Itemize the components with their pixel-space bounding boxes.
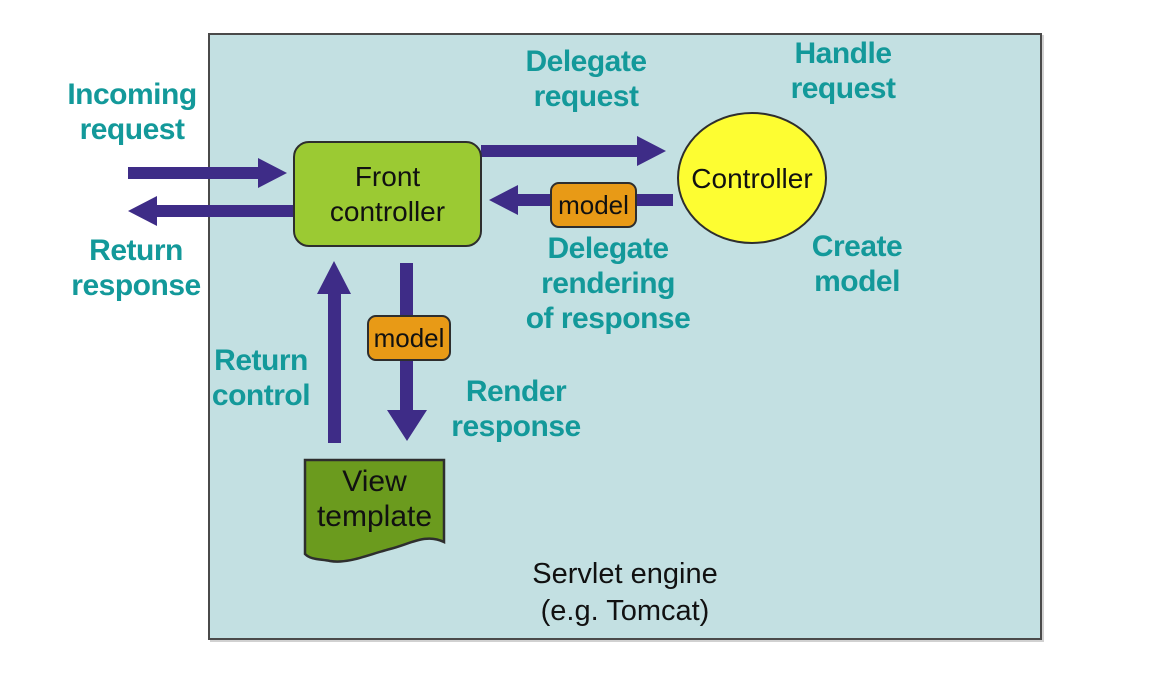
label-line: Create (811, 230, 903, 263)
label-line: of response (525, 302, 691, 335)
label-line: Servlet engine (532, 558, 718, 590)
label-line: control (211, 379, 311, 412)
document-shape-icon (303, 458, 446, 563)
label-return-response: Return response (36, 233, 236, 303)
label-line: model (814, 265, 900, 298)
label-line: Delegate (547, 232, 669, 265)
label-line: request (790, 72, 896, 105)
front-controller-label-line2: controller (329, 196, 446, 227)
label-line: (e.g. Tomcat) (540, 595, 710, 627)
label-delegate-rendering: Delegate rendering of response (508, 231, 708, 336)
label-line: response (451, 410, 581, 443)
controller-node: Controller (677, 112, 827, 244)
arrow-head-right-icon (637, 136, 666, 166)
label-create-model: Create model (757, 229, 957, 299)
label-incoming-request: Incoming request (32, 77, 232, 147)
arrow-head-up-icon (317, 261, 351, 294)
model-chip-label: model (373, 322, 445, 353)
label-render-response: Render response (416, 374, 616, 444)
arrow-shaft (481, 145, 638, 157)
label-line: Return (214, 344, 308, 377)
view-template-label-line2: template (316, 500, 433, 533)
label-line: Render (465, 375, 567, 408)
arrow-head-left-icon (489, 185, 518, 215)
label-line: Return (89, 234, 183, 267)
arrow-head-down-icon (387, 410, 427, 441)
arrow-shaft (128, 167, 259, 179)
label-line: Delegate (525, 45, 647, 78)
view-template-label: View template (303, 464, 446, 534)
controller-label: Controller (691, 162, 813, 194)
label-return-control: Return control (186, 343, 336, 413)
arrow-shaft (328, 292, 341, 443)
label-servlet-engine: Servlet engine (e.g. Tomcat) (475, 556, 775, 630)
arrow-shaft (156, 205, 293, 217)
model-chip-label: model (558, 189, 629, 220)
arrow-head-left-icon (128, 196, 157, 226)
label-line: Incoming (67, 78, 197, 111)
label-line: response (71, 269, 201, 302)
view-template-label-line1: View (342, 465, 407, 498)
arrow-head-right-icon (258, 158, 287, 188)
model-chip-top: model (550, 182, 637, 228)
label-delegate-request: Delegate request (486, 44, 686, 114)
label-line: request (79, 113, 185, 146)
label-line: request (533, 80, 639, 113)
front-controller-label-line1: Front (354, 161, 421, 192)
label-line: Handle (794, 37, 892, 70)
view-template-node: View template (303, 458, 446, 566)
front-controller-node: Front controller (293, 141, 482, 247)
label-line: rendering (541, 267, 675, 300)
label-handle-request: Handle request (743, 36, 943, 106)
model-chip-bottom: model (367, 315, 451, 361)
